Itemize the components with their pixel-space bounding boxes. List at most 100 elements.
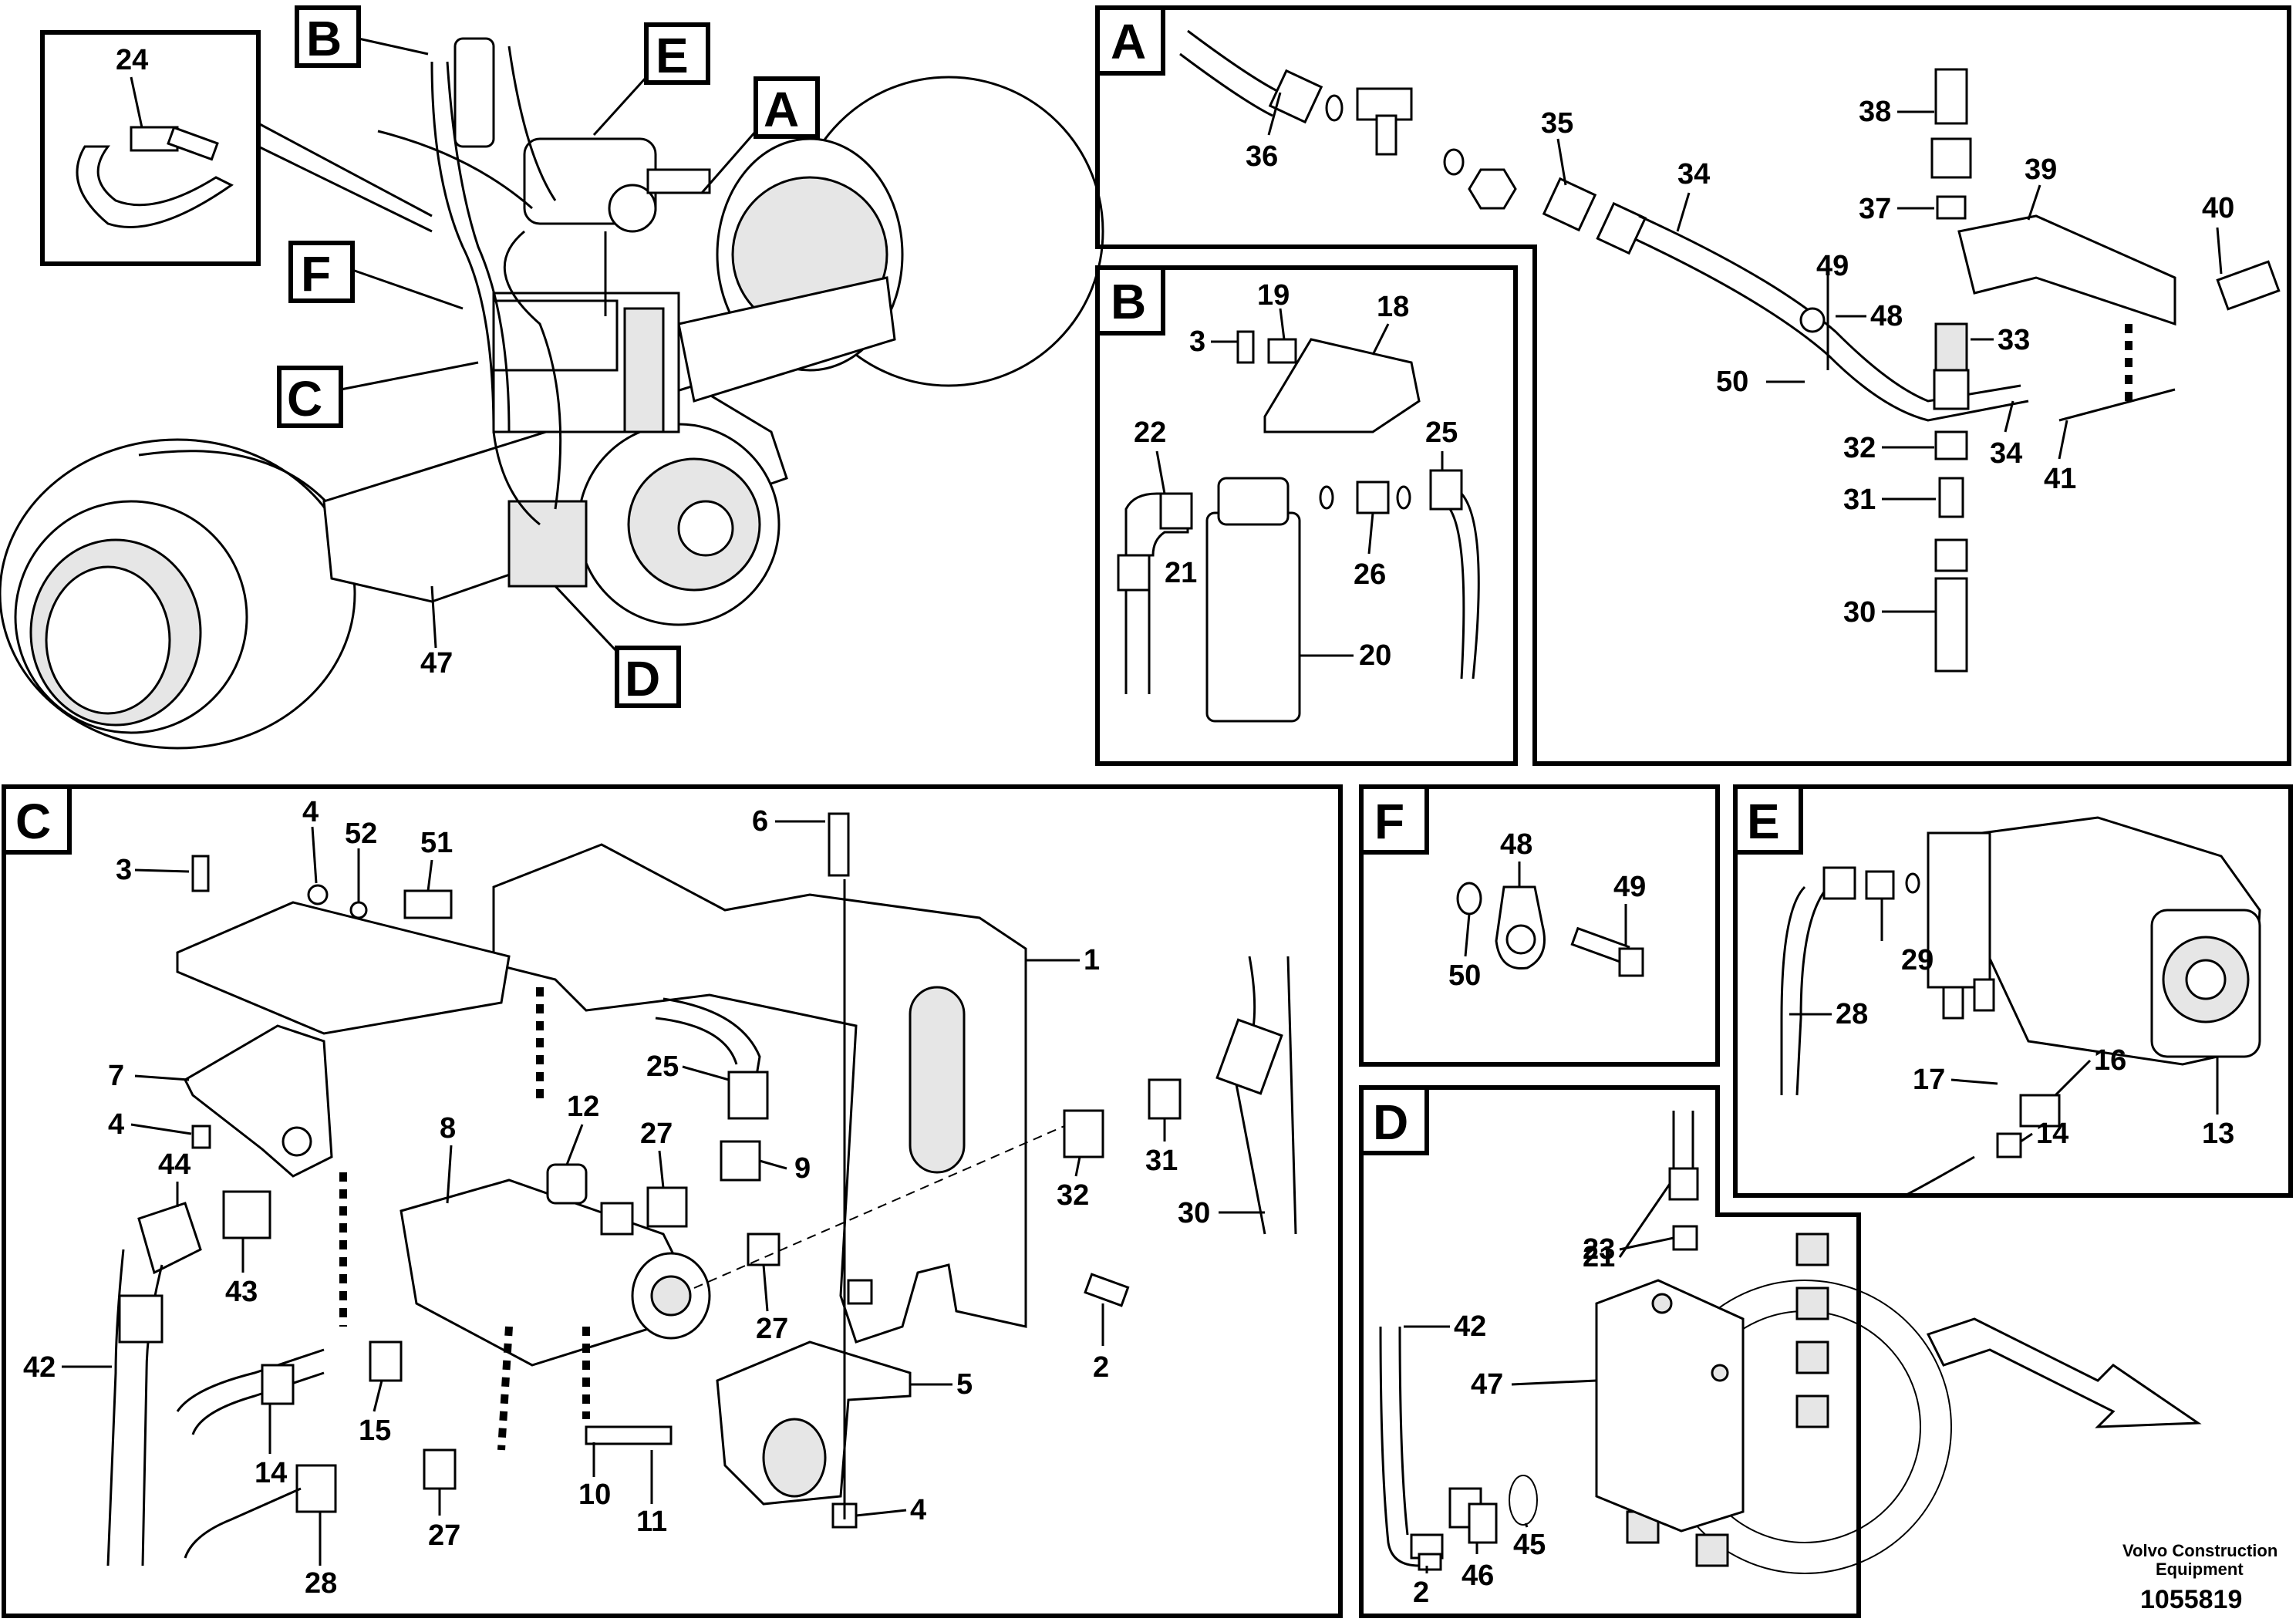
item-22: 22 [1134, 416, 1166, 449]
panel-F-frame [1359, 784, 1720, 1067]
item-35: 35 [1541, 107, 1573, 140]
panel-A: A 36 35 34 38 [1095, 5, 2291, 766]
callout-A[interactable]: A [700, 76, 820, 194]
svg-text:D: D [625, 651, 660, 706]
item-44: 44 [158, 1148, 190, 1181]
item-12: 12 [567, 1091, 599, 1123]
item-4a: 4 [302, 796, 319, 828]
panel-E-label: E [1747, 794, 1780, 849]
item-37: 37 [1859, 193, 1891, 225]
bracket-1 [492, 843, 1027, 1344]
callout-C[interactable]: C [277, 361, 479, 428]
item-18: 18 [1377, 291, 1409, 323]
valve-block-47 [1595, 1279, 1745, 1533]
item-46: 46 [1462, 1560, 1494, 1592]
inset-clamp-box [40, 30, 261, 266]
item-19: 19 [1257, 279, 1290, 312]
item-51: 51 [420, 827, 453, 859]
item-25: 25 [1425, 416, 1458, 449]
item-14e: 14 [2036, 1118, 2068, 1150]
item-45: 45 [1513, 1529, 1546, 1561]
item-40: 40 [2202, 192, 2234, 224]
item-4b: 4 [108, 1108, 124, 1141]
item-48: 48 [1870, 300, 1903, 332]
item-2c: 2 [1093, 1351, 1109, 1384]
item-41: 41 [2044, 463, 2076, 495]
item-27c: 27 [428, 1519, 460, 1552]
panel-A-label: A [1111, 14, 1146, 69]
item-17: 17 [1913, 1064, 1945, 1096]
item-38: 38 [1859, 96, 1891, 128]
item-5: 5 [956, 1368, 973, 1401]
item-13: 13 [2202, 1118, 2234, 1150]
panel-E-frame [1733, 784, 2293, 1198]
item-26: 26 [1354, 558, 1386, 591]
item-34: 34 [1677, 158, 1710, 191]
valve-block [492, 299, 619, 372]
item-1: 1 [1084, 944, 1100, 976]
item-11: 11 [636, 1506, 667, 1538]
item-27a: 27 [640, 1118, 673, 1150]
svg-text:C: C [287, 371, 322, 427]
clamp-icon [76, 145, 234, 228]
svg-text:A: A [764, 82, 799, 137]
bracket-18 [1263, 338, 1421, 433]
item-32c: 32 [1057, 1179, 1089, 1212]
item-7: 7 [108, 1060, 124, 1092]
item-43: 43 [225, 1276, 258, 1308]
bracket-39 [1957, 214, 2176, 326]
item-49f: 49 [1613, 871, 1646, 903]
panel-F: F 48 49 50 [1359, 784, 1720, 1067]
callout-E[interactable]: E [592, 22, 710, 137]
item-47-label: 47 [420, 647, 453, 679]
item-28c: 28 [305, 1567, 337, 1600]
item-21d: 21 [1583, 1241, 1615, 1273]
item-3c: 3 [116, 854, 132, 886]
item-6: 6 [752, 805, 768, 838]
svg-text:F: F [301, 246, 331, 302]
item-50f: 50 [1448, 959, 1481, 992]
overview-illustration: 24 [0, 5, 1104, 750]
item-39: 39 [2025, 153, 2057, 186]
panel-B-frame [1095, 265, 1518, 766]
item-3: 3 [1189, 325, 1205, 358]
callout-D[interactable]: D [554, 585, 681, 708]
item-29: 29 [1901, 944, 1934, 976]
item-8: 8 [440, 1112, 456, 1145]
callout-F[interactable]: F [288, 241, 464, 310]
panel-C: C [2, 784, 1343, 1618]
item-4c: 4 [910, 1494, 926, 1526]
item-9: 9 [794, 1152, 811, 1185]
panel-D-label: D [1373, 1094, 1408, 1150]
panel-B-label: B [1111, 274, 1146, 329]
company-name-line2: Equipment [2156, 1560, 2244, 1579]
item-42d: 42 [1454, 1310, 1486, 1343]
item-2d: 2 [1413, 1576, 1429, 1609]
filter-element-20 [1205, 511, 1301, 723]
item-32: 32 [1843, 432, 1876, 464]
panel-D: D 21 23 42 47 2 46 45 [1359, 1085, 1952, 1618]
item-16: 16 [2094, 1044, 2126, 1077]
drawing-number: 1055819 [2140, 1585, 2242, 1614]
item-31c: 31 [1145, 1145, 1178, 1177]
direction-arrow-icon [1926, 1317, 2202, 1428]
panel-C-label: C [15, 794, 51, 849]
item-27b: 27 [756, 1313, 788, 1345]
item-10: 10 [578, 1479, 611, 1511]
item-50: 50 [1716, 366, 1748, 398]
footer: Volvo Construction Equipment 1055819 [2122, 1541, 2277, 1614]
panel-A-frame [1095, 5, 2291, 766]
svg-text:B: B [306, 11, 342, 66]
panel-B: B 19 18 3 22 25 21 26 20 [1095, 265, 1518, 766]
item-28e: 28 [1836, 998, 1868, 1030]
item-34b: 34 [1990, 437, 2022, 470]
item-52: 52 [345, 818, 377, 850]
panel-D-frame [1359, 1085, 1861, 1618]
item-20: 20 [1359, 639, 1391, 672]
item-15: 15 [359, 1415, 391, 1447]
svg-text:E: E [656, 28, 689, 83]
item-24-label: 24 [116, 44, 148, 76]
callout-B[interactable]: B [295, 5, 429, 68]
panel-C-frame [2, 784, 1343, 1618]
